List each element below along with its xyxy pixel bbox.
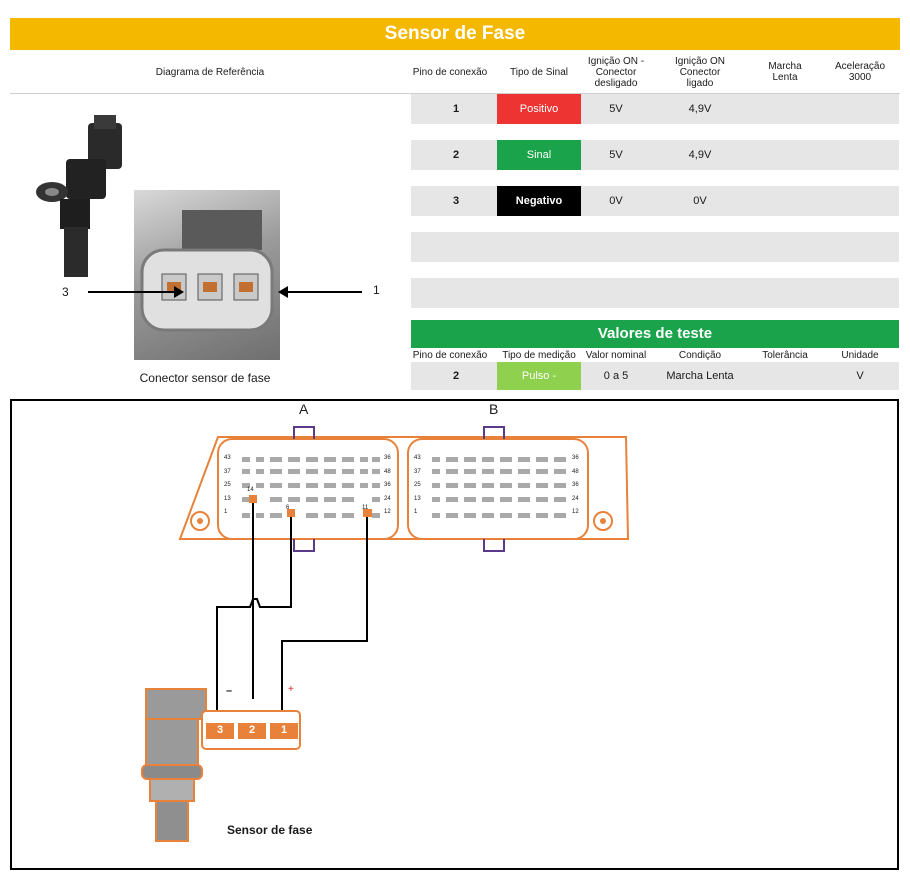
connector-photo-details [140,210,274,332]
test-header-nominal: Valor nominal [585,350,647,361]
page-title: Sensor de Fase [10,18,900,50]
connector-arrows [88,286,362,298]
wiring-diagram-frame [10,399,899,870]
test-tolerance [755,362,815,390]
connector-b-body [407,438,589,540]
signal-type-badge: Negativo [497,186,581,216]
signal-type-badge: Positivo [497,94,581,124]
mount-hole-icon [593,511,613,531]
sensor-minus-label: – [226,685,233,697]
header-separator [10,93,900,94]
pin-grid-a [242,457,380,518]
wire-pin1 [281,517,368,717]
pin-cell: 1 [452,103,460,115]
sensor-pin-1: 1 [280,724,288,736]
ecu-outline [178,436,630,540]
ecu-pin-6 [287,509,295,517]
test-header-measure: Tipo de medição [502,350,576,361]
header-ign-off: Ignição ON - Conector desligado [587,55,645,89]
pin-grid-b [432,457,566,518]
test-row: 2 Pulso - 0 a 5 Marcha Lenta V [411,362,899,390]
header-accel: Aceleração 3000 [834,61,886,83]
sensor-label: Sensor de fase [227,823,313,837]
connector-a-label: A [299,401,309,417]
connector-label-left: 3 [62,285,69,299]
header-ign-on: Ignição ON Conector ligado [674,55,726,89]
sensor-pin-3: 3 [216,724,224,736]
wiring-diagram [141,426,630,842]
ign-on-value: 4,9V [688,149,712,161]
header-diagram: Diagrama de Referência [155,66,265,78]
connector-caption: Conector sensor de fase [139,371,271,385]
connector-label-right: 1 [373,283,380,297]
ecu-pin-label-14: 14 [247,487,254,493]
ecu-pin-label-6: 6 [286,505,290,511]
signal-type-badge: Sinal [497,140,581,170]
ecu-pin-11 [363,509,372,517]
table-row: 2 Sinal 5V 4,9V [411,140,899,170]
connector-a-body [217,438,399,540]
ign-on-value: 0V [693,195,707,207]
ign-off-value: 0V [609,195,623,207]
table-row: 3 Negativo 0V 0V [411,186,899,216]
header-idle: Marcha Lenta [768,61,802,83]
test-values-title: Valores de teste [411,320,899,348]
ign-off-value: 5V [609,103,623,115]
test-pin: 2 [452,370,460,382]
table-row: 1 Positivo 5V 4,9V [411,94,899,124]
sensor-pin-2: 2 [248,724,256,736]
test-header-tolerance: Tolerância [762,350,808,361]
test-nominal: 0 a 5 [603,370,629,382]
pin-cell: 3 [452,195,460,207]
table-row-empty [411,278,899,308]
test-condition: Marcha Lenta [666,370,734,382]
test-header-pin: Pino de conexão [412,350,488,361]
phase-sensor-illustration [36,115,122,277]
ign-on-value: 4,9V [688,103,712,115]
ecu-pin-14 [249,495,257,503]
sensor-plus-label: + [288,684,294,695]
test-header-condition: Condição [678,350,722,361]
table-row-empty [411,232,899,262]
header-pin: Pino de conexão [412,66,488,78]
test-unit: V [856,370,864,382]
ign-off-value: 5V [609,149,623,161]
pin-cell: 2 [452,149,460,161]
test-header-unit: Unidade [841,350,879,361]
connector-b-label: B [489,401,499,417]
ecu-pin-label-11: 11 [362,505,369,511]
header-signal-type: Tipo de Sinal [510,66,568,78]
mount-hole-icon [190,511,210,531]
wire-pin3 [216,517,292,717]
test-measure-badge: Pulso - [497,362,581,390]
